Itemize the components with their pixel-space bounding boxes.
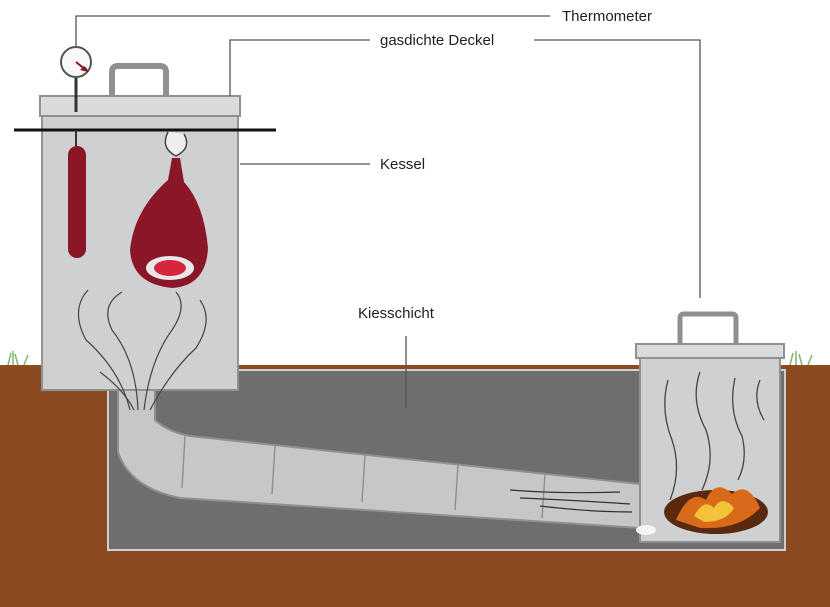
leader-lines	[75, 15, 701, 408]
fire-icon	[636, 487, 768, 535]
grass-tufts	[7, 351, 813, 366]
pipe-segments	[181, 435, 546, 519]
label-gravel-layer: Kiesschicht	[358, 305, 435, 322]
ham-icon	[130, 131, 208, 288]
kettle-smoke	[77, 289, 207, 411]
sausage-icon	[68, 130, 86, 258]
label-lid: gasdichte Deckel	[380, 32, 494, 49]
thermometer-icon	[60, 46, 92, 112]
label-kettle: Kessel	[380, 156, 425, 173]
pipe-smoke	[509, 489, 633, 513]
label-thermometer: Thermometer	[562, 8, 652, 25]
